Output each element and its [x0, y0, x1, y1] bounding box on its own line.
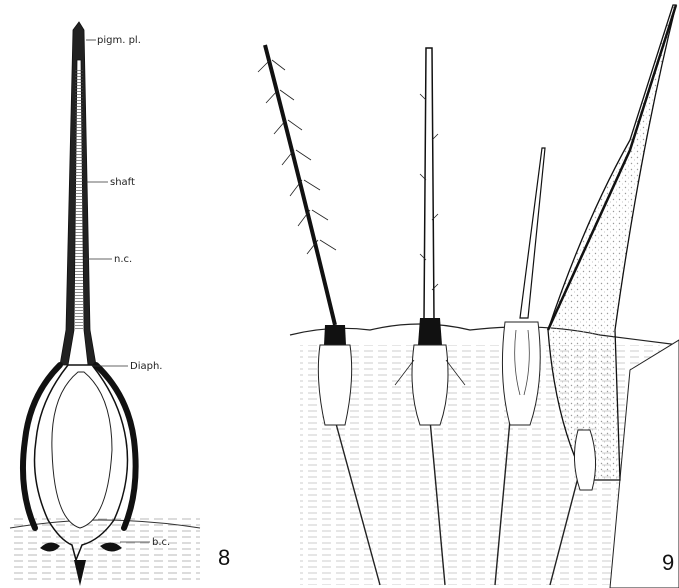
figure-9-drawing	[258, 5, 679, 588]
sensory-cell	[52, 372, 112, 528]
label-nc: n.c.	[114, 254, 132, 265]
label-pigm-pl: pigm. pl.	[97, 35, 141, 46]
shaft-annulations	[75, 70, 83, 330]
figure-number-9: 9	[662, 550, 674, 575]
label-diaph: Diaph.	[130, 361, 162, 372]
seta-thin	[502, 148, 545, 425]
cuticle-surface	[290, 324, 679, 345]
label-bc: b.c.	[152, 537, 170, 548]
figure-8-drawing	[10, 22, 200, 586]
figure-number-8: 8	[218, 545, 230, 570]
label-shaft: shaft	[110, 177, 135, 188]
